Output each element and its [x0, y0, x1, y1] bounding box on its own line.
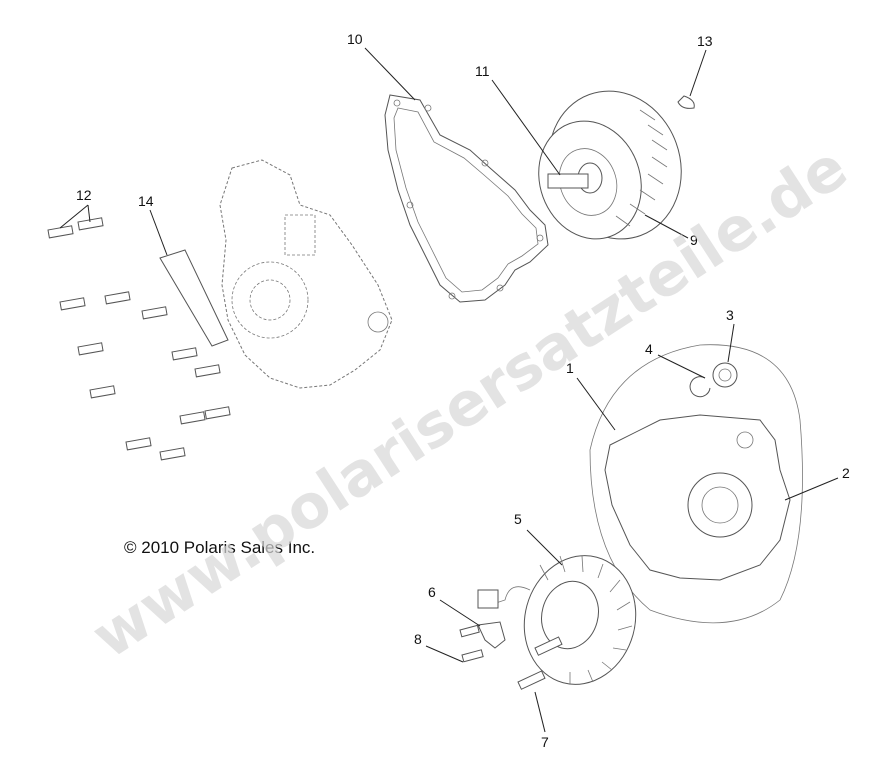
- callout-12: 12: [76, 187, 92, 203]
- wire-clamp: [477, 621, 506, 649]
- callout-13: 13: [697, 33, 713, 49]
- flywheel: [538, 90, 682, 240]
- snap-ring: [689, 376, 711, 398]
- cover-bolts: [47, 217, 231, 461]
- stator-bolts: [517, 636, 563, 690]
- callout-1: 1: [566, 360, 574, 376]
- bearing: [712, 362, 738, 388]
- copyright-notice: © 2010 Polaris Sales Inc.: [124, 538, 315, 557]
- callout-9: 9: [690, 232, 698, 248]
- callout-6: 6: [428, 584, 436, 600]
- callout-7: 7: [541, 734, 549, 750]
- clamp-screws: [459, 624, 484, 663]
- stator-cover: [604, 414, 791, 581]
- gasket: [384, 94, 549, 303]
- callout-10: 10: [347, 31, 363, 47]
- callout-8: 8: [414, 631, 422, 647]
- callout-labels: 10 11 13 9 12 14 3 4 1 2 5 6 8 7: [76, 31, 850, 750]
- stator: [477, 555, 637, 685]
- callout-4: 4: [645, 341, 653, 357]
- callout-11: 11: [475, 63, 490, 79]
- callout-2: 2: [842, 465, 850, 481]
- callout-3: 3: [726, 307, 734, 323]
- engine-housing: [219, 159, 393, 389]
- callout-5: 5: [514, 511, 522, 527]
- strap: [159, 249, 229, 347]
- leader-lines: [59, 47, 839, 733]
- callout-14: 14: [138, 193, 154, 209]
- woodruff-key: [677, 95, 695, 109]
